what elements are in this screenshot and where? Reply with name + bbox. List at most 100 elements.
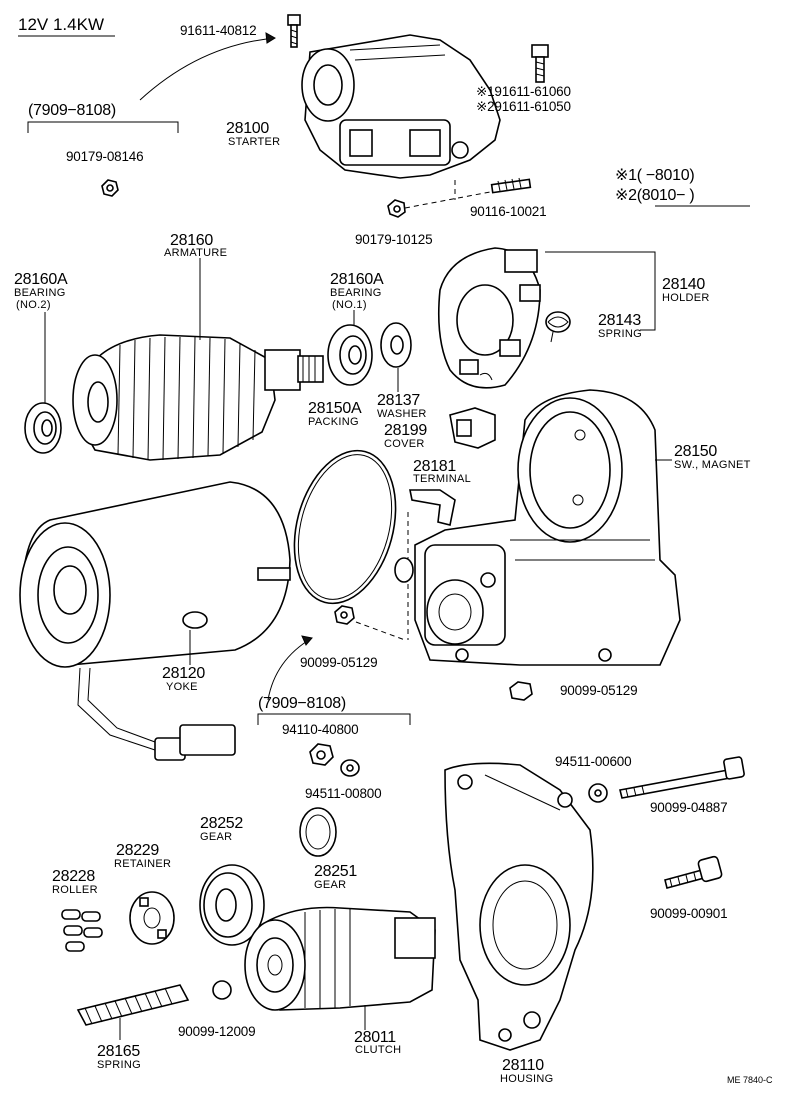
armature-drawing <box>72 334 324 461</box>
part-28252-name: GEAR <box>200 831 233 843</box>
note-2: ※2(8010− ) <box>615 187 695 204</box>
part-28252-number: 28252 <box>200 815 243 832</box>
label-91611-61060: ※191611-61060 <box>476 84 571 99</box>
washer-drawing <box>380 322 412 368</box>
part-28181-name: TERMINAL <box>413 473 472 485</box>
label-91611-61050: ※291611-61050 <box>476 99 571 114</box>
nut-90099-05129-a-drawing <box>334 605 355 625</box>
label-90179-08146: 90179-08146 <box>66 149 144 164</box>
bolt-90099-04887-drawing <box>619 756 745 799</box>
bracket-holder <box>545 251 656 331</box>
footer-code: ME 7840-C <box>727 1075 773 1085</box>
bolt-91611-40812-drawing <box>287 14 301 48</box>
label-90099-04887: 90099-04887 <box>650 800 728 815</box>
part-28160A-no1-number: 28160A <box>330 271 384 288</box>
part-28100-name: STARTER <box>228 136 281 148</box>
bolt-91611-61060-drawing <box>531 44 549 83</box>
cover-drawing <box>449 407 496 449</box>
part-28011-name: CLUTCH <box>355 1044 402 1056</box>
bracket-top <box>27 121 179 133</box>
label-90116-10021: 90116-10021 <box>470 204 547 219</box>
label-94110-40800: 94110-40800 <box>282 722 359 737</box>
washer-94511-00800-drawing <box>340 759 360 777</box>
retainer-drawing <box>129 891 175 945</box>
nut-90179-10125-drawing <box>387 199 406 218</box>
packing-drawing <box>293 449 397 605</box>
part-28160A-no2-number: 28160A <box>14 271 68 288</box>
spring-28165-drawing <box>76 984 190 1026</box>
part-28100-number: 28100 <box>226 120 269 137</box>
stud-90116-10021-drawing <box>490 177 532 194</box>
label-94511-00800: 94511-00800 <box>305 786 382 801</box>
part-28120-number: 28120 <box>162 665 205 682</box>
nut-magnet-side <box>394 557 414 583</box>
part-28140-name: HOLDER <box>662 292 710 304</box>
label-90099-05129-b: 90099-05129 <box>560 683 638 698</box>
holder-drawing <box>437 247 541 389</box>
part-28150-name: SW., MAGNET <box>674 459 751 471</box>
part-28229-name: RETAINER <box>114 858 172 870</box>
part-28137-number: 28137 <box>377 392 420 409</box>
label-90099-00901: 90099-00901 <box>650 906 728 921</box>
part-28160-number: 28160 <box>170 232 213 249</box>
bracket-middle-label: (7909−8108) <box>258 695 346 712</box>
part-28150A-name: PACKING <box>308 416 359 428</box>
terminal-drawing <box>409 489 456 526</box>
part-28140-number: 28140 <box>662 276 705 293</box>
part-28120-name: YOKE <box>166 681 198 693</box>
spring-28143-drawing <box>545 311 571 343</box>
gear-28251-drawing <box>299 807 337 857</box>
label-90179-10125: 90179-10125 <box>355 232 433 247</box>
label-94511-00600: 94511-00600 <box>555 754 632 769</box>
rollers-drawing <box>61 909 103 952</box>
arrow-head <box>265 32 276 44</box>
yoke-drawing <box>19 481 291 761</box>
part-28160A-no1-name1: BEARING <box>330 287 382 299</box>
washer-94511-00600-drawing <box>588 783 608 803</box>
part-28165-number: 28165 <box>97 1043 140 1060</box>
leader-nut-a <box>355 621 406 641</box>
part-28143-name: SPRING <box>598 328 642 340</box>
part-28199-name: COVER <box>384 438 425 450</box>
magnet-switch-drawing <box>414 389 681 666</box>
bearing-no2-drawing <box>24 402 62 454</box>
arrow-head-2 <box>301 635 313 646</box>
arrow-to-bolt <box>139 37 276 101</box>
label-90099-12009: 90099-12009 <box>178 1024 256 1039</box>
part-28165-name: SPRING <box>97 1059 141 1071</box>
part-28251-name: GEAR <box>314 879 347 891</box>
bracket-top-label: (7909−8108) <box>28 102 116 119</box>
part-28251-number: 28251 <box>314 863 357 880</box>
part-28160A-no1-name2: (NO.1) <box>332 299 367 311</box>
nut-94110-40800-drawing <box>309 743 334 766</box>
gear-28252-drawing <box>199 864 265 946</box>
part-28143-number: 28143 <box>598 312 641 329</box>
nut-90179-08146-drawing <box>101 179 119 197</box>
part-28229-number: 28229 <box>116 842 159 859</box>
leader-stud <box>404 191 491 209</box>
header-spec: 12V 1.4KW <box>18 15 104 34</box>
part-28228-name: ROLLER <box>52 884 98 896</box>
label-91611-40812: 91611-40812 <box>180 23 257 38</box>
part-28150-number: 28150 <box>674 443 717 460</box>
part-28160A-no2-name1: BEARING <box>14 287 66 299</box>
part-28137-name: WASHER <box>377 408 427 420</box>
clutch-drawing <box>244 906 436 1011</box>
part-28199-number: 28199 <box>384 422 427 439</box>
part-28181-number: 28181 <box>413 458 456 475</box>
part-28110-number: 28110 <box>502 1057 544 1074</box>
part-28110-name: HOUSING <box>500 1073 554 1085</box>
starter-assembly-drawing <box>301 34 501 179</box>
note-1: ※1( −8010) <box>615 167 695 184</box>
label-90099-05129-a: 90099-05129 <box>300 655 378 670</box>
bearing-no1-drawing <box>327 324 373 386</box>
part-28160-name: ARMATURE <box>164 247 228 259</box>
nut-90099-05129-b-drawing <box>509 681 533 701</box>
part-28228-number: 28228 <box>52 868 95 885</box>
screw-90099-00901-drawing <box>664 855 723 889</box>
part-28011-number: 28011 <box>354 1029 396 1046</box>
part-28150A-number: 28150A <box>308 400 362 417</box>
bracket-middle <box>257 713 411 725</box>
